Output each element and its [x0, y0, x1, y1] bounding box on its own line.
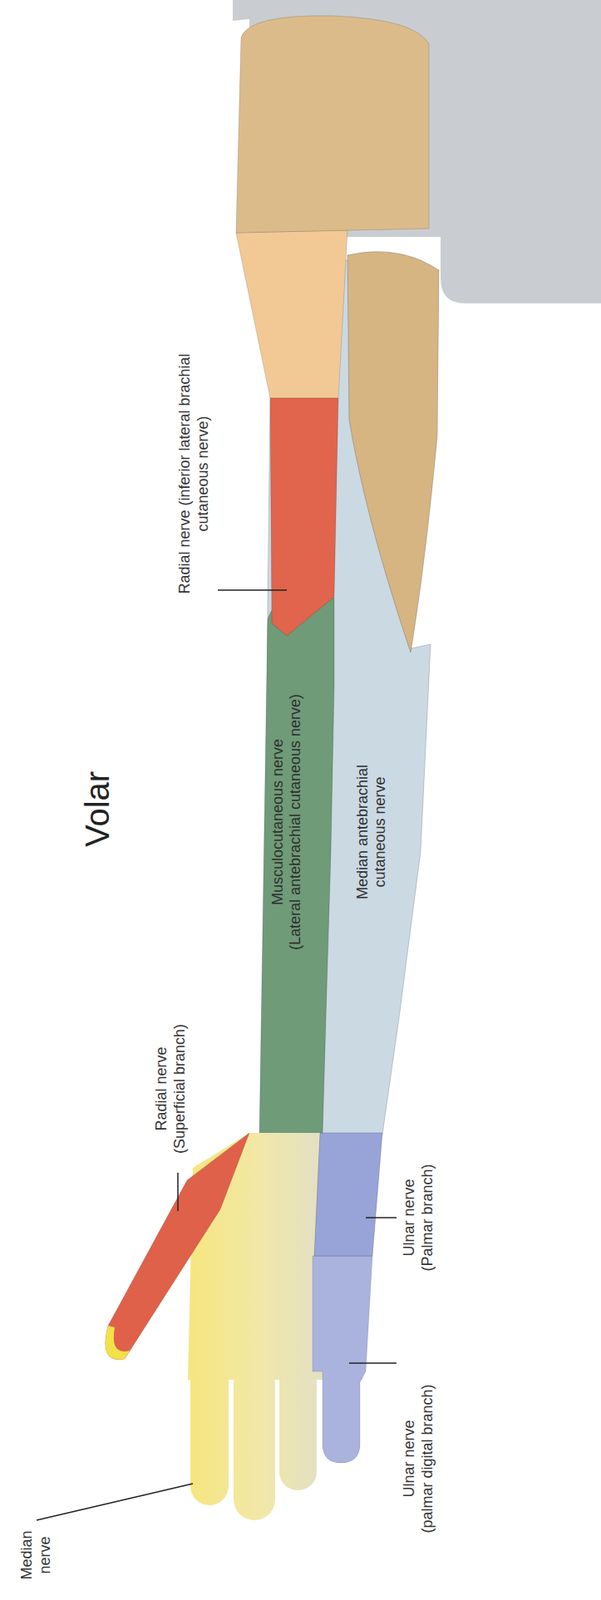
leader-line [349, 1362, 397, 1365]
upper-lateral-brachial-region [236, 230, 348, 399]
view-title: Volar [78, 771, 116, 848]
nerve-region: Musculocutaneous nerve (Lateral antebrac… [269, 647, 306, 997]
nerve-region: Median antebrachial cutaneous nerve [354, 748, 390, 916]
leader-line [177, 1172, 179, 1212]
finger [190, 1359, 229, 1506]
nerve-label: Radial nerve (inferior lateral brachial … [176, 344, 212, 603]
thumb-tip-median [105, 1325, 130, 1360]
ulnar-digital-region [312, 1256, 373, 1464]
shoulder-region [236, 15, 429, 233]
nerve-label: Ulnar nerve (palmar digital branch) [400, 1367, 437, 1551]
leader-line [365, 1216, 397, 1219]
thumb-radial-region [105, 1133, 250, 1360]
body-silhouette [232, 0, 275, 21]
ulnar-palmar-region [314, 1133, 383, 1257]
nerve-label: Ulnar nerve (Palmar branch) [400, 1142, 437, 1293]
region-label: Musculocutaneous nerve (Lateral antebrac… [269, 647, 306, 997]
region-label: Median antebrachial cutaneous nerve [354, 748, 390, 916]
musculocutaneous-region [259, 594, 335, 1139]
leader-line [217, 589, 287, 592]
nerve-label: Radial nerve (Superficial branch) [152, 1001, 189, 1177]
finger [233, 1362, 276, 1521]
nerve-label: Median nerve [18, 1522, 55, 1589]
leader-line [36, 1483, 193, 1521]
radial-brachial-region [270, 398, 339, 636]
finger [279, 1361, 317, 1491]
medial-brachial-region [347, 251, 439, 653]
